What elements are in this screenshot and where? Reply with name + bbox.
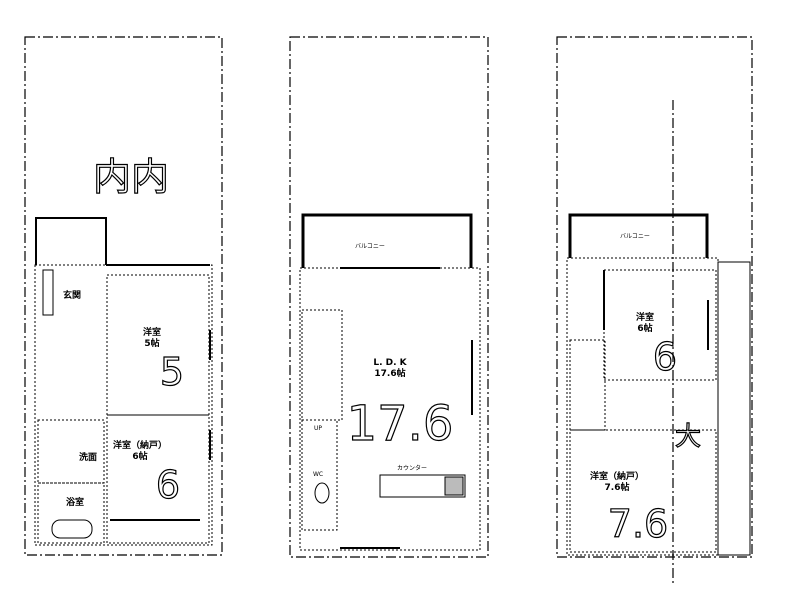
floor-3-plan: バルコニー 洋室 6帖 6 大 洋室（納戸） 7.6帖 7.6 [556, 36, 753, 585]
room-label: L. D. K [373, 358, 407, 368]
staircase [301, 309, 343, 421]
side-strip [717, 261, 751, 556]
room-western-storage-7-6 [569, 429, 717, 553]
toilet [301, 419, 338, 531]
site-boundary [24, 36, 223, 556]
handwritten-size: 17.6 [347, 396, 454, 452]
handwritten-title: 内内 [93, 155, 169, 199]
site-boundary [289, 36, 489, 558]
entrance-porch [35, 217, 107, 265]
site-boundary [556, 36, 753, 558]
room-size: 5帖 [144, 337, 159, 349]
counter-label: カウンター [397, 464, 427, 472]
shoe-cabinet [42, 269, 54, 316]
room-size: 6帖 [637, 322, 652, 334]
stairs-label: UP [314, 425, 322, 432]
floor-1-plan: 内内 洋室 5帖 5 洋室（納戸） 6帖 6 玄関 洗面 浴室 [24, 36, 223, 556]
bathroom [37, 482, 105, 544]
floor-2-plan: バルコニー L. D. K 17.6帖 17.6 UP WC カウンター [289, 36, 489, 558]
room-label: 洋室 [143, 326, 161, 338]
building-outline [34, 264, 213, 546]
room-label: 洋室（納戸） [113, 439, 167, 451]
balcony-label: バルコニー [620, 233, 650, 240]
handwritten-size: 7.6 [608, 502, 668, 546]
room-size: 7.6帖 [605, 481, 630, 493]
handwritten-note: 大 [675, 422, 701, 452]
room-label: 洋室（納戸） [590, 470, 644, 482]
room-western-storage-6 [106, 414, 210, 544]
washroom-label: 洗面 [79, 451, 97, 463]
entrance-label: 玄関 [63, 289, 81, 301]
room-size: 6帖 [132, 450, 147, 462]
handwritten-size: 5 [160, 350, 184, 394]
balcony-wall [568, 213, 709, 258]
kitchen-counter [379, 474, 466, 498]
bathroom-label: 浴室 [66, 496, 84, 508]
toilet-label: WC [313, 471, 323, 478]
balcony-wall [301, 213, 473, 268]
bathtub [51, 519, 93, 539]
balcony-label: バルコニー [355, 243, 385, 250]
washroom [37, 419, 105, 484]
handwritten-size: 6 [653, 335, 677, 379]
room-label: 洋室 [636, 311, 654, 323]
handwritten-size: 6 [156, 463, 180, 507]
room-size: 17.6帖 [374, 367, 405, 379]
staircase [569, 339, 606, 431]
